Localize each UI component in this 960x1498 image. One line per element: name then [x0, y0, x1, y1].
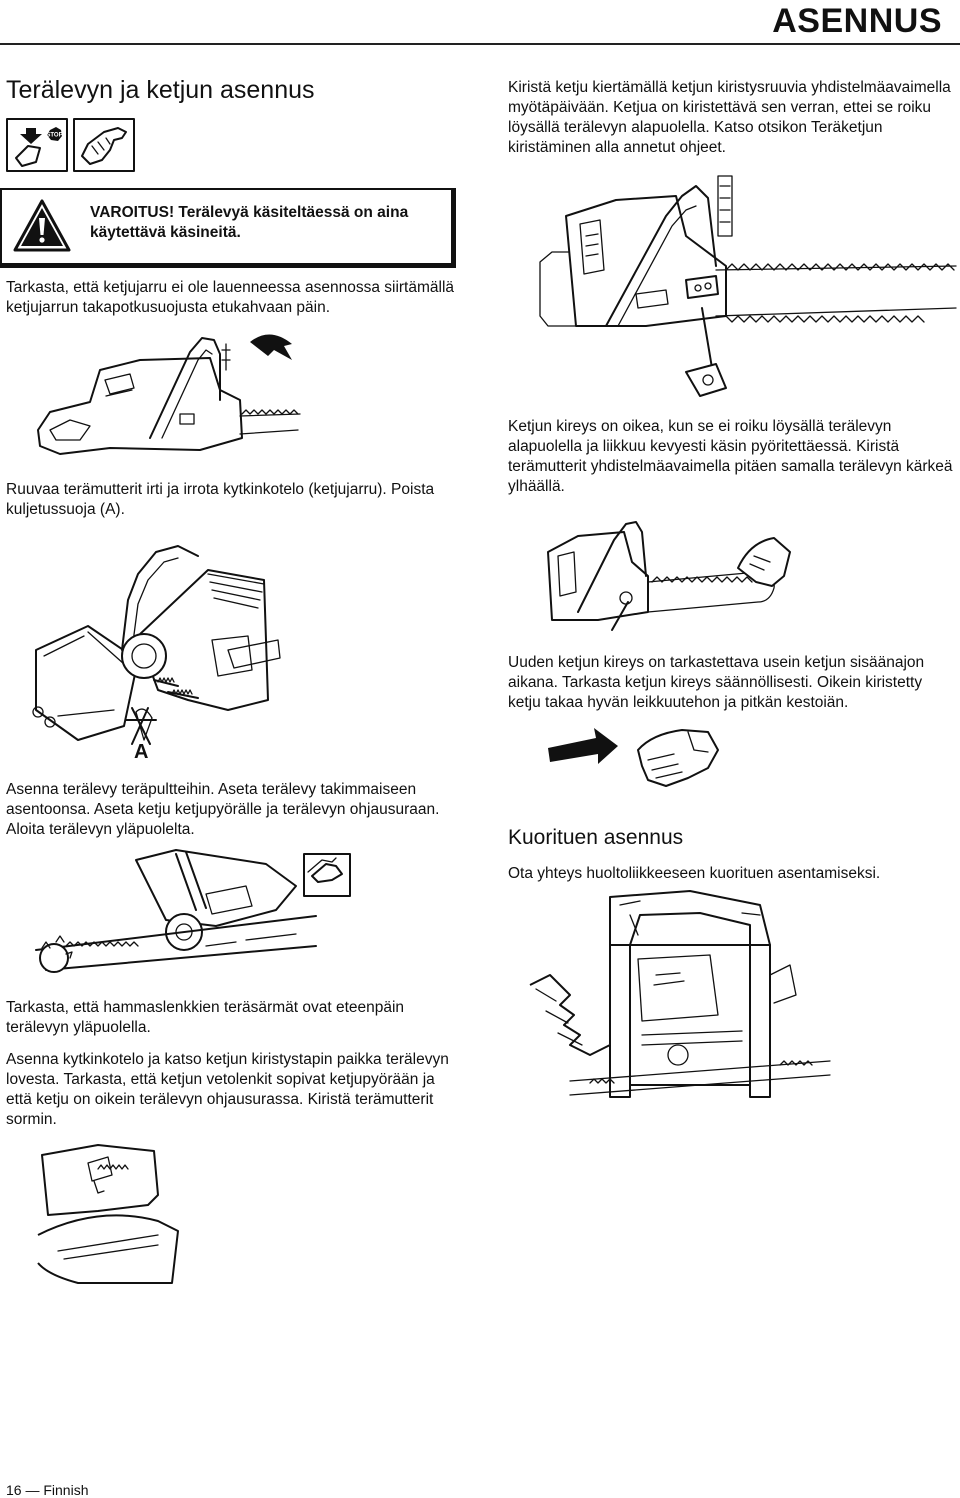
warning-body: Terälevyä käsiteltäessä on aina käytettä…: [90, 204, 409, 241]
warning-triangle-icon: [13, 199, 71, 252]
footer-dash: —: [25, 1482, 40, 1498]
tightening-nuts-illustration: [547, 521, 791, 631]
chain-brake-illustration: [37, 334, 301, 455]
paragraph-check-chain-brake: Tarkasta, että ketjujarru ei ole lauenne…: [6, 279, 455, 316]
warning-text: VAROITUS! Terälevyä käsiteltäessä on ain…: [90, 203, 440, 243]
paragraph-correct-tension: Ketjun kireys on oikea, kun se ei roiku …: [508, 418, 953, 495]
bar-and-chain-detail-illustration: [37, 1144, 179, 1284]
figure-label-a: A: [134, 741, 149, 763]
paragraph-check-cutter-direction: Tarkasta, että hammaslenkkien teräsärmät…: [6, 999, 405, 1036]
page-number: 16: [6, 1482, 22, 1498]
stop-and-glove-icons: STOP: [6, 118, 135, 172]
paragraph-install-bar: Asenna terälevy teräpultteihin. Aseta te…: [6, 781, 440, 838]
warning-box: [0, 188, 456, 268]
glove-icon: [73, 118, 135, 172]
paragraph-pack-support: Ota yhteys huoltoliikkeeseen kuorituen a…: [508, 865, 881, 882]
glove-arrow-illustration: [548, 728, 719, 787]
subhead-pack-support: Kuorituen asennus: [508, 826, 684, 849]
paragraph-remove-clutch-cover: Ruuvaa terämutterit irti ja irrota kytki…: [6, 481, 435, 518]
paragraph-install-clutch-cover: Asenna kytkinkotelo ja katso ketjun kiri…: [6, 1051, 449, 1128]
header-rule: [0, 43, 960, 45]
stop-icon: STOP: [6, 118, 68, 172]
paragraph-new-chain-check: Uuden ketjun kireys on tarkastettava use…: [508, 654, 925, 711]
pack-support-illustration: [529, 890, 831, 1098]
stop-label: STOP: [46, 133, 62, 139]
warning-label: VAROITUS!: [90, 204, 175, 221]
page-header-title: ASENNUS: [772, 2, 942, 40]
page-footer: 16 — Finnish: [6, 1482, 89, 1498]
chain-tensioning-illustration: [539, 175, 957, 397]
paragraph-tighten-chain: Kiristä ketju kiertämällä ketjun kiristy…: [508, 79, 951, 156]
footer-language: Finnish: [43, 1482, 89, 1498]
bar-installation-illustration: [35, 849, 351, 973]
clutch-cover-removal-illustration: [32, 545, 281, 745]
section-title-bar-chain: Terälevyn ja ketjun asennus: [6, 76, 315, 104]
